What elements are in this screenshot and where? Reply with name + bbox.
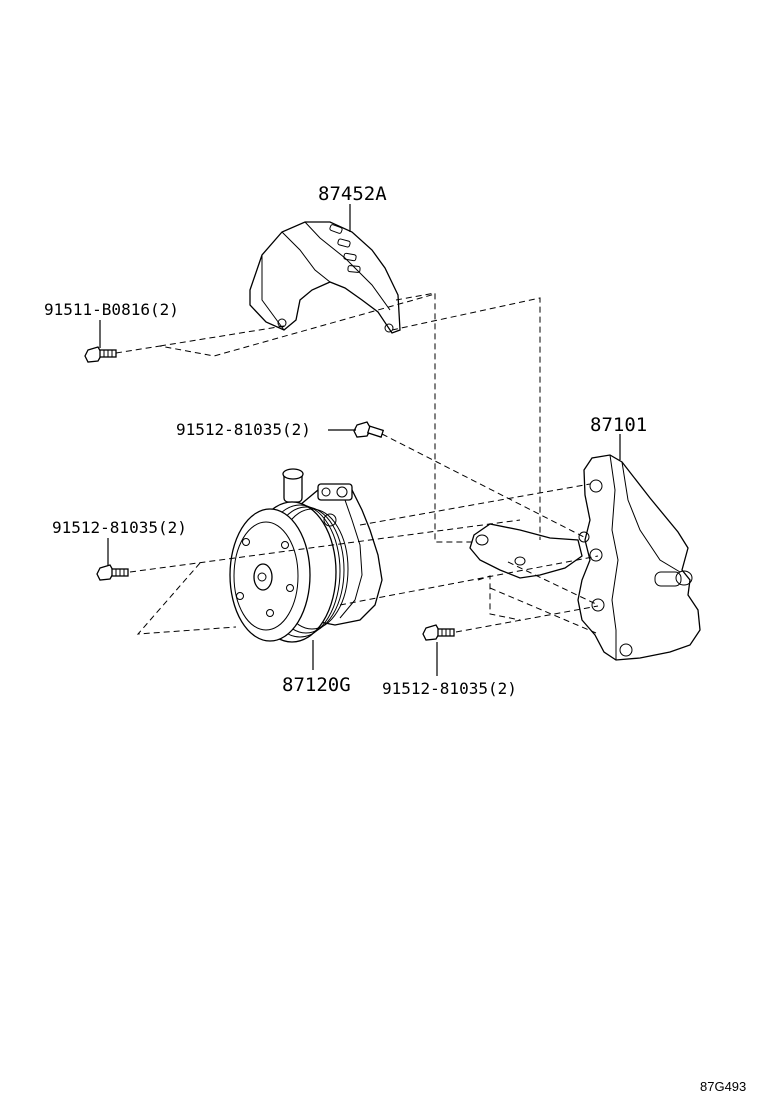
cover-part-illustration	[249, 221, 401, 334]
bolt-top-left-label: 91511-B0816(2)	[44, 300, 179, 319]
pump-pulley-illustration	[229, 501, 349, 643]
bolt-middle-label: 91512-81035(2)	[176, 420, 311, 439]
bolt-top-left-icon	[84, 346, 117, 363]
bracket-part-illustration	[469, 454, 701, 661]
diagram-reference-code: 87G493	[700, 1079, 746, 1094]
bolt-bottom-icon	[422, 624, 455, 641]
pump-part-number: 87120G	[282, 674, 351, 696]
bolt-middle-icon	[353, 421, 385, 438]
bolt-bottom-label: 91512-81035(2)	[382, 679, 517, 698]
cover-part-number: 87452A	[318, 183, 387, 205]
bracket-part-number: 87101	[590, 414, 647, 436]
assembly-guide-lines	[115, 292, 599, 635]
bolt-left-label: 91512-81035(2)	[52, 518, 187, 537]
bolt-left-icon	[96, 564, 129, 581]
